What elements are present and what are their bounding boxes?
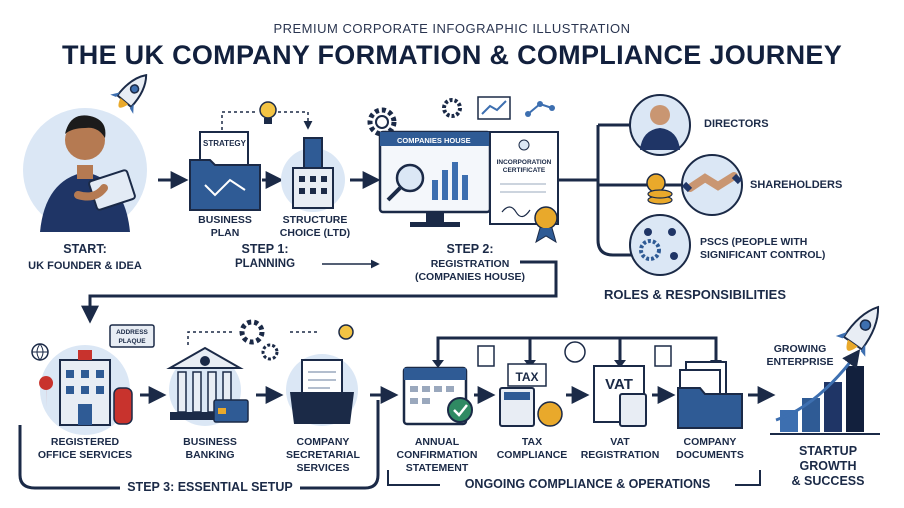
secretarial-folder-icon <box>286 354 358 426</box>
start-title: START: <box>63 242 107 256</box>
compliance-bracket <box>436 336 718 362</box>
certificate-line2: CERTIFICATE <box>503 167 546 174</box>
rocket-icon <box>110 73 148 114</box>
founder-illustration <box>23 108 147 232</box>
dashed-connector <box>278 111 313 130</box>
business-banking-line1: BUSINESS <box>183 436 237 448</box>
strategy-label: STRATEGY <box>203 139 247 148</box>
certificate-icon: INCORPORATION CERTIFICATE <box>489 131 559 244</box>
roles-bracket <box>558 123 685 257</box>
step2-sub-line2: (COMPANIES HOUSE) <box>414 271 526 283</box>
dashed-connector <box>221 111 258 130</box>
step2-sub-line1: REGISTRATION <box>430 258 510 270</box>
vat-label: VAT <box>605 376 633 393</box>
address-plaque-line2: PLAQUE <box>118 338 146 345</box>
analytics-chart-icon <box>477 96 555 120</box>
company-documents-line2: DOCUMENTS <box>676 449 744 461</box>
secretarial-line3: SERVICES <box>296 462 350 474</box>
step1-subtitle: PLANNING <box>234 258 296 270</box>
business-plan-line1: BUSINESS <box>198 214 252 226</box>
coins-icon <box>646 173 673 205</box>
ongoing-heading: ONGOING COMPLIANCE & OPERATIONS <box>464 477 711 491</box>
gear-icon <box>367 98 462 137</box>
director-avatar-icon <box>629 94 691 156</box>
role-shareholders: SHAREHOLDERS <box>750 179 843 191</box>
roles-heading: ROLES & RESPONSIBILITIES <box>603 287 787 302</box>
business-plan-line2: PLAN <box>210 227 240 239</box>
step3-bracket <box>18 400 380 490</box>
growing-line1: GROWING <box>773 343 827 355</box>
ongoing-bracket <box>387 470 761 486</box>
registered-office-line2: OFFICE SERVICES <box>37 449 133 461</box>
role-pscs-line1: PSCs (PEOPLE WITH <box>700 236 808 248</box>
companies-house-label: COMPANIES HOUSE <box>397 136 471 145</box>
globe-icon <box>31 343 49 361</box>
strategy-folder-icon: STRATEGY <box>189 131 261 211</box>
lightbulb-icon <box>259 101 277 124</box>
calendar-icon <box>402 366 473 426</box>
psc-network-icon <box>629 214 691 276</box>
certificate-line1: INCORPORATION <box>497 159 552 166</box>
gear-icon <box>239 319 354 361</box>
secretarial-line1: COMPANY <box>296 436 350 448</box>
vat-icon: VAT <box>593 365 647 427</box>
company-documents-line1: COMPANY <box>683 436 737 448</box>
step2-title: STEP 2: <box>446 242 494 256</box>
structure-choice-line2: CHOICE (LTD) <box>279 227 351 239</box>
tax-compliance-line1: TAX <box>521 436 543 448</box>
companies-house-monitor-icon: COMPANIES HOUSE <box>378 130 492 227</box>
building-icon <box>281 137 345 212</box>
step1-title: STEP 1: <box>241 242 289 256</box>
address-plaque-icon: ADDRESS PLAQUE <box>109 324 155 348</box>
business-banking-line2: BANKING <box>185 449 235 461</box>
annual-line3: STATEMENT <box>405 462 469 474</box>
growing-line2: ENTERPRISE <box>766 356 834 368</box>
dashed-connector <box>187 331 232 345</box>
success-line3: & SUCCESS <box>791 474 865 488</box>
success-line2: GROWTH <box>799 459 857 473</box>
start-subtitle: UK FOUNDER & IDEA <box>28 260 142 272</box>
documents-folder-icon <box>677 361 743 429</box>
vat-registration-line1: VAT <box>610 436 630 448</box>
bank-icon <box>166 346 249 426</box>
secretarial-line2: SECRETARIAL <box>286 449 360 461</box>
page-title: THE UK COMPANY FORMATION & COMPLIANCE JO… <box>61 40 843 70</box>
registered-office-line1: REGISTERED <box>50 436 120 448</box>
address-plaque-line1: ADDRESS <box>116 329 148 336</box>
growth-rocket-icon <box>835 305 880 357</box>
document-icon <box>477 341 672 367</box>
handshake-icon <box>681 154 743 216</box>
success-line1: STARTUP <box>798 444 858 458</box>
vat-registration-line2: REGISTRATION <box>580 449 660 461</box>
flow-connector <box>81 260 558 324</box>
annual-line2: CONFIRMATION <box>396 449 478 461</box>
annual-line1: ANNUAL <box>414 436 460 448</box>
tax-calculator-icon: TAX <box>499 363 563 427</box>
role-pscs-line2: SIGNIFICANT CONTROL) <box>700 249 826 261</box>
office-building-icon <box>39 345 133 435</box>
tax-compliance-line2: COMPLIANCE <box>496 449 568 461</box>
growth-bar-chart-icon <box>770 349 880 435</box>
step3-heading: STEP 3: ESSENTIAL SETUP <box>127 480 293 494</box>
structure-choice-line1: STRUCTURE <box>282 214 348 226</box>
role-directors: DIRECTORS <box>704 118 769 130</box>
tax-label: TAX <box>515 370 538 384</box>
subtitle: PREMIUM CORPORATE INFOGRAPHIC ILLUSTRATI… <box>273 21 631 36</box>
